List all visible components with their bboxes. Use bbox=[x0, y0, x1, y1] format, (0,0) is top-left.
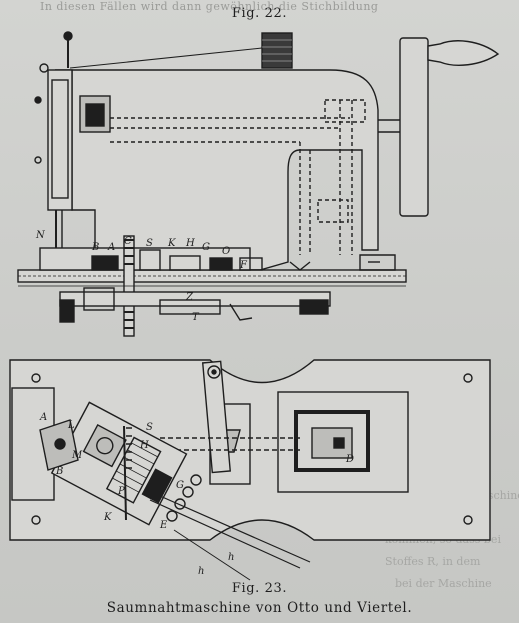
lever-arm bbox=[201, 360, 231, 474]
fig22-label: T bbox=[192, 312, 200, 323]
fig22-label: N bbox=[35, 230, 46, 241]
fig23-label: S bbox=[146, 422, 153, 433]
fig22-label: O bbox=[222, 246, 230, 257]
fig23-label: D bbox=[345, 454, 354, 465]
drive-chain bbox=[166, 474, 202, 522]
figure-23-caption: Fig. 23. bbox=[231, 581, 288, 596]
fig23-label: A bbox=[39, 412, 47, 423]
fig22-label: S bbox=[146, 238, 153, 249]
fig23-label: G bbox=[176, 480, 184, 491]
fig22-label: G bbox=[202, 242, 210, 253]
fig23-label: h bbox=[228, 552, 234, 563]
fig22-label: K bbox=[167, 238, 176, 249]
fig23-label: h bbox=[198, 566, 204, 577]
fig23-label: P bbox=[117, 486, 125, 497]
fig23-label: M bbox=[71, 450, 83, 461]
fig22-label: A bbox=[107, 242, 115, 253]
column-foot bbox=[277, 391, 409, 493]
fig22-label: H bbox=[185, 238, 195, 249]
bleed-through-text-line: bei der Maschine bbox=[395, 577, 492, 590]
fig22-label: B bbox=[91, 242, 99, 253]
fig23-label: L bbox=[67, 420, 75, 431]
figure-22-drawing: N B A C S K H G O F Z T bbox=[17, 31, 500, 337]
fig22-label: F bbox=[239, 260, 248, 271]
fig23-label: B bbox=[55, 466, 63, 477]
fig23-label: H bbox=[139, 440, 149, 451]
bleed-through-text-top: In diesen Fällen wird dann gewöhnlich di… bbox=[40, 0, 379, 13]
fig22-label: C bbox=[124, 236, 132, 247]
thread-spool bbox=[261, 32, 293, 69]
handwheel bbox=[399, 37, 429, 217]
fig23-label: K bbox=[103, 512, 112, 523]
fig23-label: E bbox=[159, 520, 168, 531]
crank-handle bbox=[427, 40, 500, 66]
figure-22-caption: Fig. 22. bbox=[231, 6, 288, 21]
figure-title: Saumnahtmaschine von Otto und Viertel. bbox=[106, 600, 413, 616]
bleed-through-text-line: Stoffes R, in dem bbox=[385, 555, 481, 568]
fig22-label: Z bbox=[185, 292, 194, 303]
